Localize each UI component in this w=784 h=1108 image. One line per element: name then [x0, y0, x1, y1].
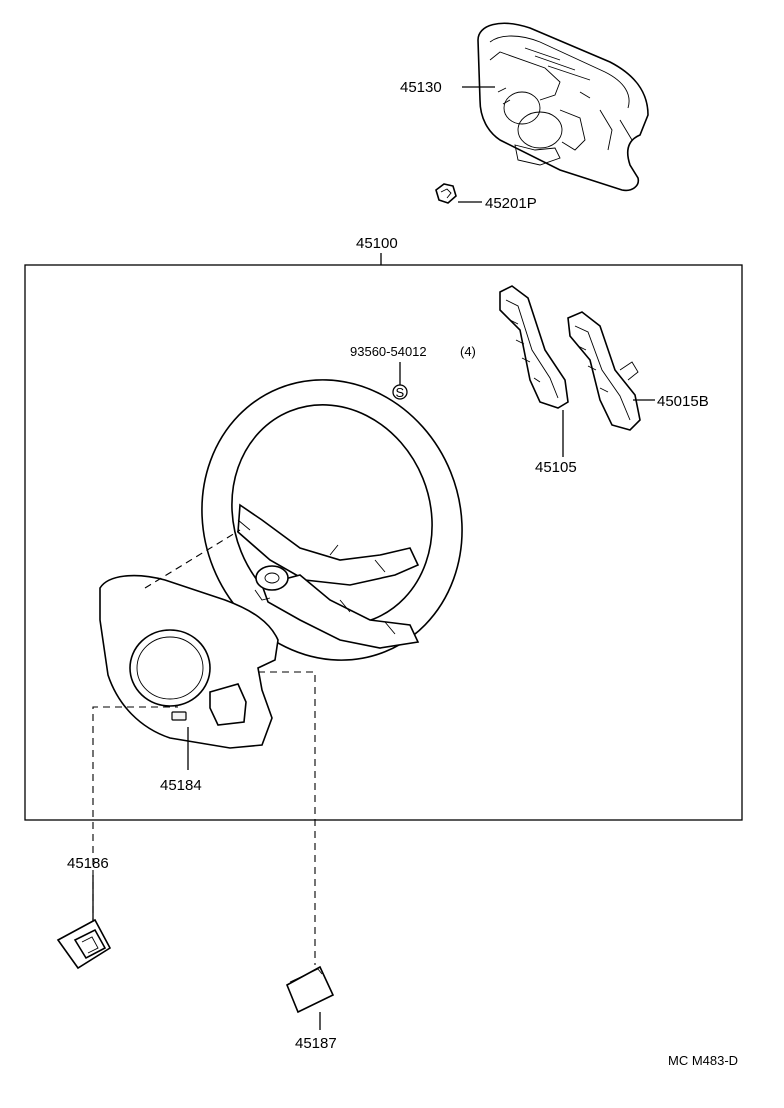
nut-part[interactable]	[435, 183, 457, 204]
dashed-cover-path	[144, 529, 241, 589]
steering-wheel-part[interactable]	[160, 340, 504, 699]
label-45184: 45184	[160, 777, 202, 794]
dashed-path-45187	[258, 671, 316, 965]
label-45015b: 45015B	[657, 393, 709, 410]
label-45105: 45105	[535, 459, 577, 476]
airbag-pad-part[interactable]	[477, 22, 649, 192]
label-45186: 45186	[67, 855, 109, 872]
label-45130: 45130	[400, 79, 442, 96]
switch-part-45015b[interactable]	[567, 311, 641, 431]
label-93560-qty: (4)	[460, 344, 476, 359]
dashed-path-45186	[92, 706, 178, 925]
label-45201p: 45201P	[485, 195, 537, 212]
pad-part-45186[interactable]	[56, 918, 112, 970]
screw-symbol-letter: S	[396, 385, 405, 400]
assembly-box-45100	[24, 264, 743, 821]
pad-part-45187[interactable]	[285, 965, 335, 1014]
lower-cover-part[interactable]	[99, 574, 279, 749]
screw-symbol[interactable]: S	[392, 384, 408, 400]
label-45187: 45187	[295, 1035, 337, 1052]
diagram-code: MC M483-D	[668, 1053, 738, 1068]
label-93560: 93560-54012	[350, 344, 427, 359]
switch-part-45105[interactable]	[499, 285, 569, 409]
label-45100: 45100	[356, 235, 398, 252]
